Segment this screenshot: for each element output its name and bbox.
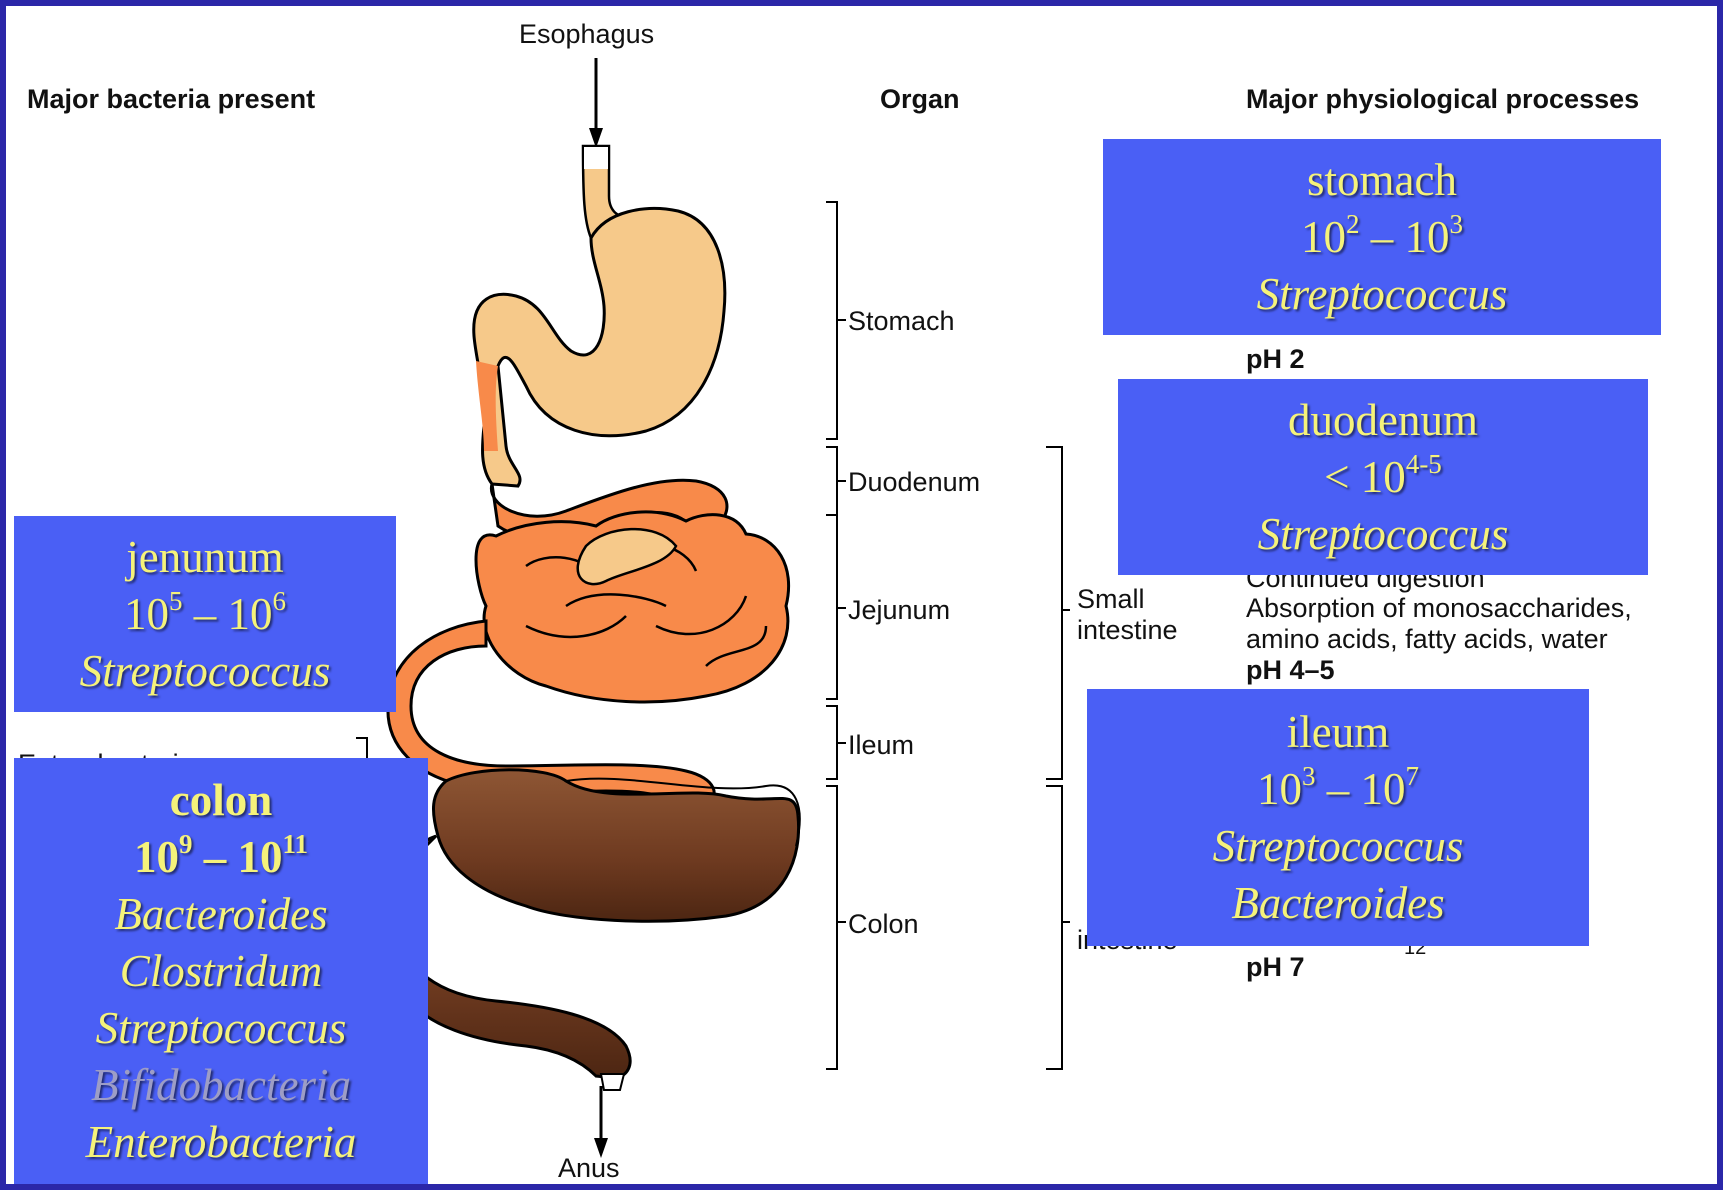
esophagus-label: Esophagus <box>519 18 654 50</box>
region-label-intestine: intestine <box>1077 614 1178 646</box>
organ-label-stomach: Stomach <box>848 305 955 337</box>
stomach-ph: pH 2 <box>1246 343 1305 375</box>
duodenum-box-title: duodenum <box>1118 392 1648 449</box>
colon-box-bacteria-3: Streptococcus <box>14 1000 428 1057</box>
ileum-box-bacteria-2: Bacteroides <box>1087 875 1589 932</box>
colon-box-bacteria-4: Bifidobacteria <box>14 1057 428 1114</box>
stomach-organ <box>474 208 725 486</box>
ileum-bacteria-box: ileum 103 – 107 Streptococcus Bacteroide… <box>1087 689 1589 946</box>
stomach-box-bacteria: Streptococcus <box>1103 266 1661 323</box>
si-process-line2: Absorption of monosaccharides, <box>1246 592 1632 624</box>
stomach-box-title: stomach <box>1103 152 1661 209</box>
anus-arrow <box>594 1086 608 1158</box>
jejunum-box-title: jenunum <box>14 529 396 586</box>
ileum-box-range: 103 – 107 <box>1087 761 1589 818</box>
stomach-bacteria-box: stomach 102 – 103 Streptococcus <box>1103 139 1661 335</box>
si-process-line3: amino acids, fatty acids, water <box>1246 623 1608 655</box>
si-ph: pH 4–5 <box>1246 654 1335 686</box>
organ-label-jejunum: Jejunum <box>848 594 950 626</box>
colon-box-range: 109 – 1011 <box>14 829 428 886</box>
jejunum-box-bacteria: Streptococcus <box>14 643 396 700</box>
colon-bacteria-box: colon 109 – 1011 Bacteroides Clostridum … <box>14 758 428 1184</box>
anus-label: Anus <box>558 1152 620 1184</box>
esophagus-arrow <box>589 58 603 148</box>
colon-box-bacteria-2: Clostridum <box>14 943 428 1000</box>
colon-box-bacteria-1: Bacteroides <box>14 886 428 943</box>
jejunum-bacteria-box: jenunum 105 – 106 Streptococcus <box>14 516 396 712</box>
ileum-box-bacteria-1: Streptococcus <box>1087 818 1589 875</box>
jejunum-box-range: 105 – 106 <box>14 586 396 643</box>
organ-label-colon: Colon <box>848 908 919 940</box>
header-physiological-processes: Major physiological processes <box>1246 84 1639 115</box>
duodenum-box-range: < 104-5 <box>1118 449 1648 506</box>
header-major-bacteria: Major bacteria present <box>27 84 315 115</box>
colon-box-bacteria-5: Enterobacteria <box>14 1114 428 1171</box>
stomach-box-range: 102 – 103 <box>1103 209 1661 266</box>
ileum-box-title: ileum <box>1087 704 1589 761</box>
duodenum-box-bacteria: Streptococcus <box>1118 506 1648 563</box>
organ-label-ileum: Ileum <box>848 729 914 761</box>
jejunum-coils <box>476 512 789 702</box>
header-organ: Organ <box>880 84 960 115</box>
colon-ph: pH 7 <box>1246 951 1305 983</box>
region-label-small: Small <box>1077 583 1145 615</box>
duodenum-bacteria-box: duodenum < 104-5 Streptococcus <box>1118 379 1648 575</box>
colon-organ <box>392 770 800 1090</box>
diagram-canvas: Major bacteria present Organ Major physi… <box>6 6 1717 1184</box>
colon-box-title: colon <box>14 772 428 829</box>
organ-label-duodenum: Duodenum <box>848 466 980 498</box>
